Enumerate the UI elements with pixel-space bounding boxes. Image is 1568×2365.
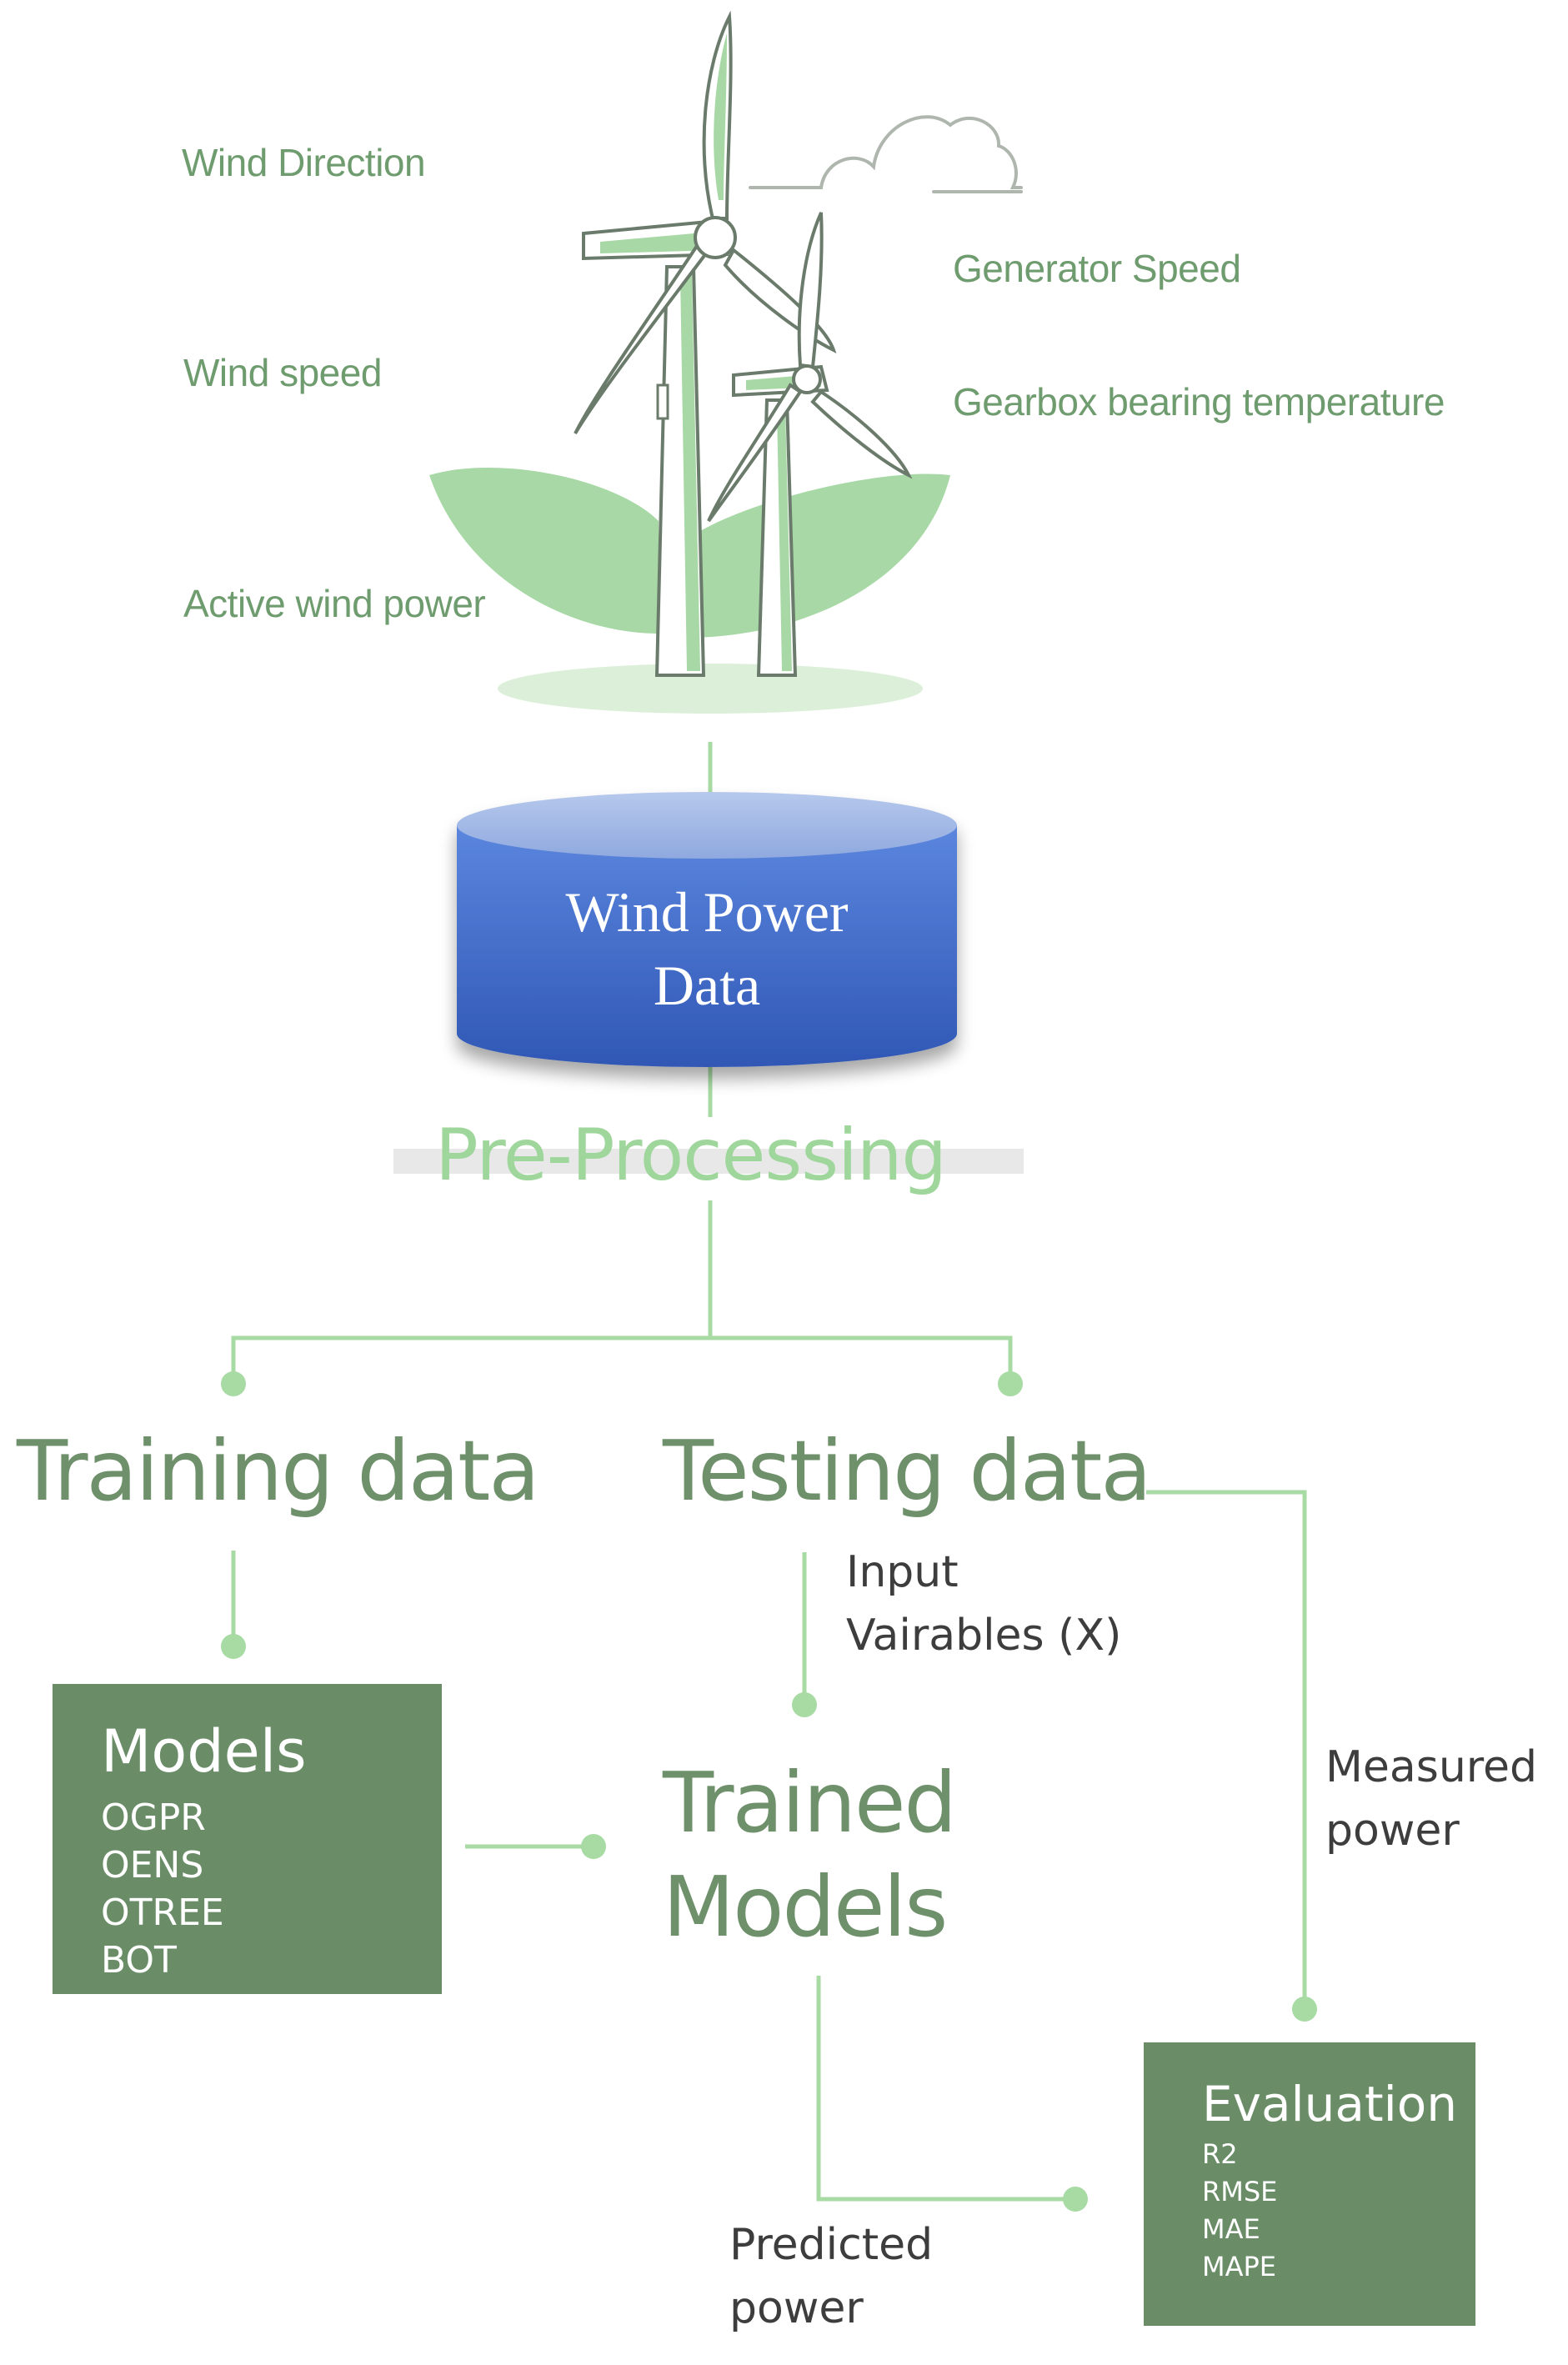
dot-measured xyxy=(1292,1997,1317,2022)
turbine-illustration xyxy=(429,10,1023,714)
hill-right xyxy=(696,474,950,638)
evaluation-item-mape: MAPE xyxy=(1202,2251,1277,2282)
dot-predicted xyxy=(1063,2187,1088,2212)
trained-models-line1: Trained xyxy=(663,1754,957,1851)
evaluation-item-rmse: RMSE xyxy=(1202,2176,1278,2207)
dot-testing xyxy=(998,1371,1023,1396)
connector-testing-to-measured xyxy=(1146,1490,1307,2009)
database-top xyxy=(457,792,957,859)
big-tower-hatch xyxy=(656,383,669,420)
predicted-power-label: Predicted power xyxy=(729,2213,933,2340)
evaluation-item-r2: R2 xyxy=(1202,2138,1238,2170)
input-variables-line2: Vairables (X) xyxy=(846,1611,1122,1661)
database-label-line1: Wind Power xyxy=(565,880,849,944)
evaluation-item-mae: MAE xyxy=(1202,2213,1260,2245)
models-item-bot: BOT xyxy=(101,1939,177,1982)
big-hub xyxy=(694,216,737,259)
measured-power-line2: power xyxy=(1325,1806,1460,1856)
trained-models-label: Trained Models xyxy=(663,1751,957,1959)
small-tower-shade xyxy=(777,408,792,671)
label-wind-direction: Wind Direction xyxy=(182,141,426,184)
connector-dots xyxy=(221,1371,1317,2212)
input-variables-label: Input Vairables (X) xyxy=(846,1541,1121,1667)
dot-training xyxy=(221,1371,246,1396)
small-blade-down xyxy=(707,383,803,523)
label-active-wind-power: Active wind power xyxy=(183,582,486,625)
database-label-line2: Data xyxy=(653,954,761,1017)
training-data-label: Training data xyxy=(17,1422,540,1520)
big-blade-down xyxy=(574,241,711,435)
evaluation-box-title: Evaluation xyxy=(1202,2076,1458,2132)
label-generator-speed: Generator Speed xyxy=(953,247,1241,290)
label-gearbox-bearing-temperature: Gearbox bearing temperature xyxy=(953,380,1445,423)
dot-input xyxy=(792,1692,817,1717)
connector-trained-to-evaluation xyxy=(816,1976,1075,2202)
trained-models-line2: Models xyxy=(663,1858,948,1956)
measured-power-line1: Measured xyxy=(1325,1742,1538,1792)
small-blade-right xyxy=(810,389,913,479)
preprocessing-bar xyxy=(393,1149,1024,1174)
big-tower-shade xyxy=(680,275,700,671)
models-box: Models OGPR OENS OTREE BOT xyxy=(53,1684,442,1994)
models-item-oens: OENS xyxy=(101,1844,204,1886)
predicted-power-line2: power xyxy=(729,2283,864,2333)
connectors xyxy=(231,742,1307,2202)
preprocessing-label: Pre-Processing xyxy=(435,1114,947,1197)
testing-data-label: Testing data xyxy=(663,1422,1152,1520)
ground-ellipse xyxy=(498,664,923,714)
database-label: Wind Power Data xyxy=(457,875,957,1022)
label-wind-speed: Wind speed xyxy=(183,351,382,394)
big-nacelle-shade xyxy=(600,232,719,253)
hill-left xyxy=(429,468,659,634)
database-body xyxy=(457,825,957,1067)
input-variables-line1: Input xyxy=(846,1547,959,1597)
big-blade-up-shade xyxy=(714,33,727,200)
evaluation-box: Evaluation R2 RMSE MAE MAPE xyxy=(1144,2042,1475,2326)
models-box-title: Models xyxy=(101,1717,307,1786)
connector-split xyxy=(231,1335,1013,1384)
small-hub xyxy=(792,364,822,394)
dot-trained xyxy=(581,1834,606,1859)
database-cylinder xyxy=(457,792,957,1067)
cloud xyxy=(749,115,1023,193)
models-item-ogpr: OGPR xyxy=(101,1796,206,1839)
dot-models xyxy=(221,1634,246,1659)
measured-power-label: Measured power xyxy=(1325,1736,1537,1862)
models-item-otree: OTREE xyxy=(101,1891,224,1934)
small-blade-up xyxy=(797,212,824,369)
predicted-power-line1: Predicted xyxy=(729,2220,934,2270)
